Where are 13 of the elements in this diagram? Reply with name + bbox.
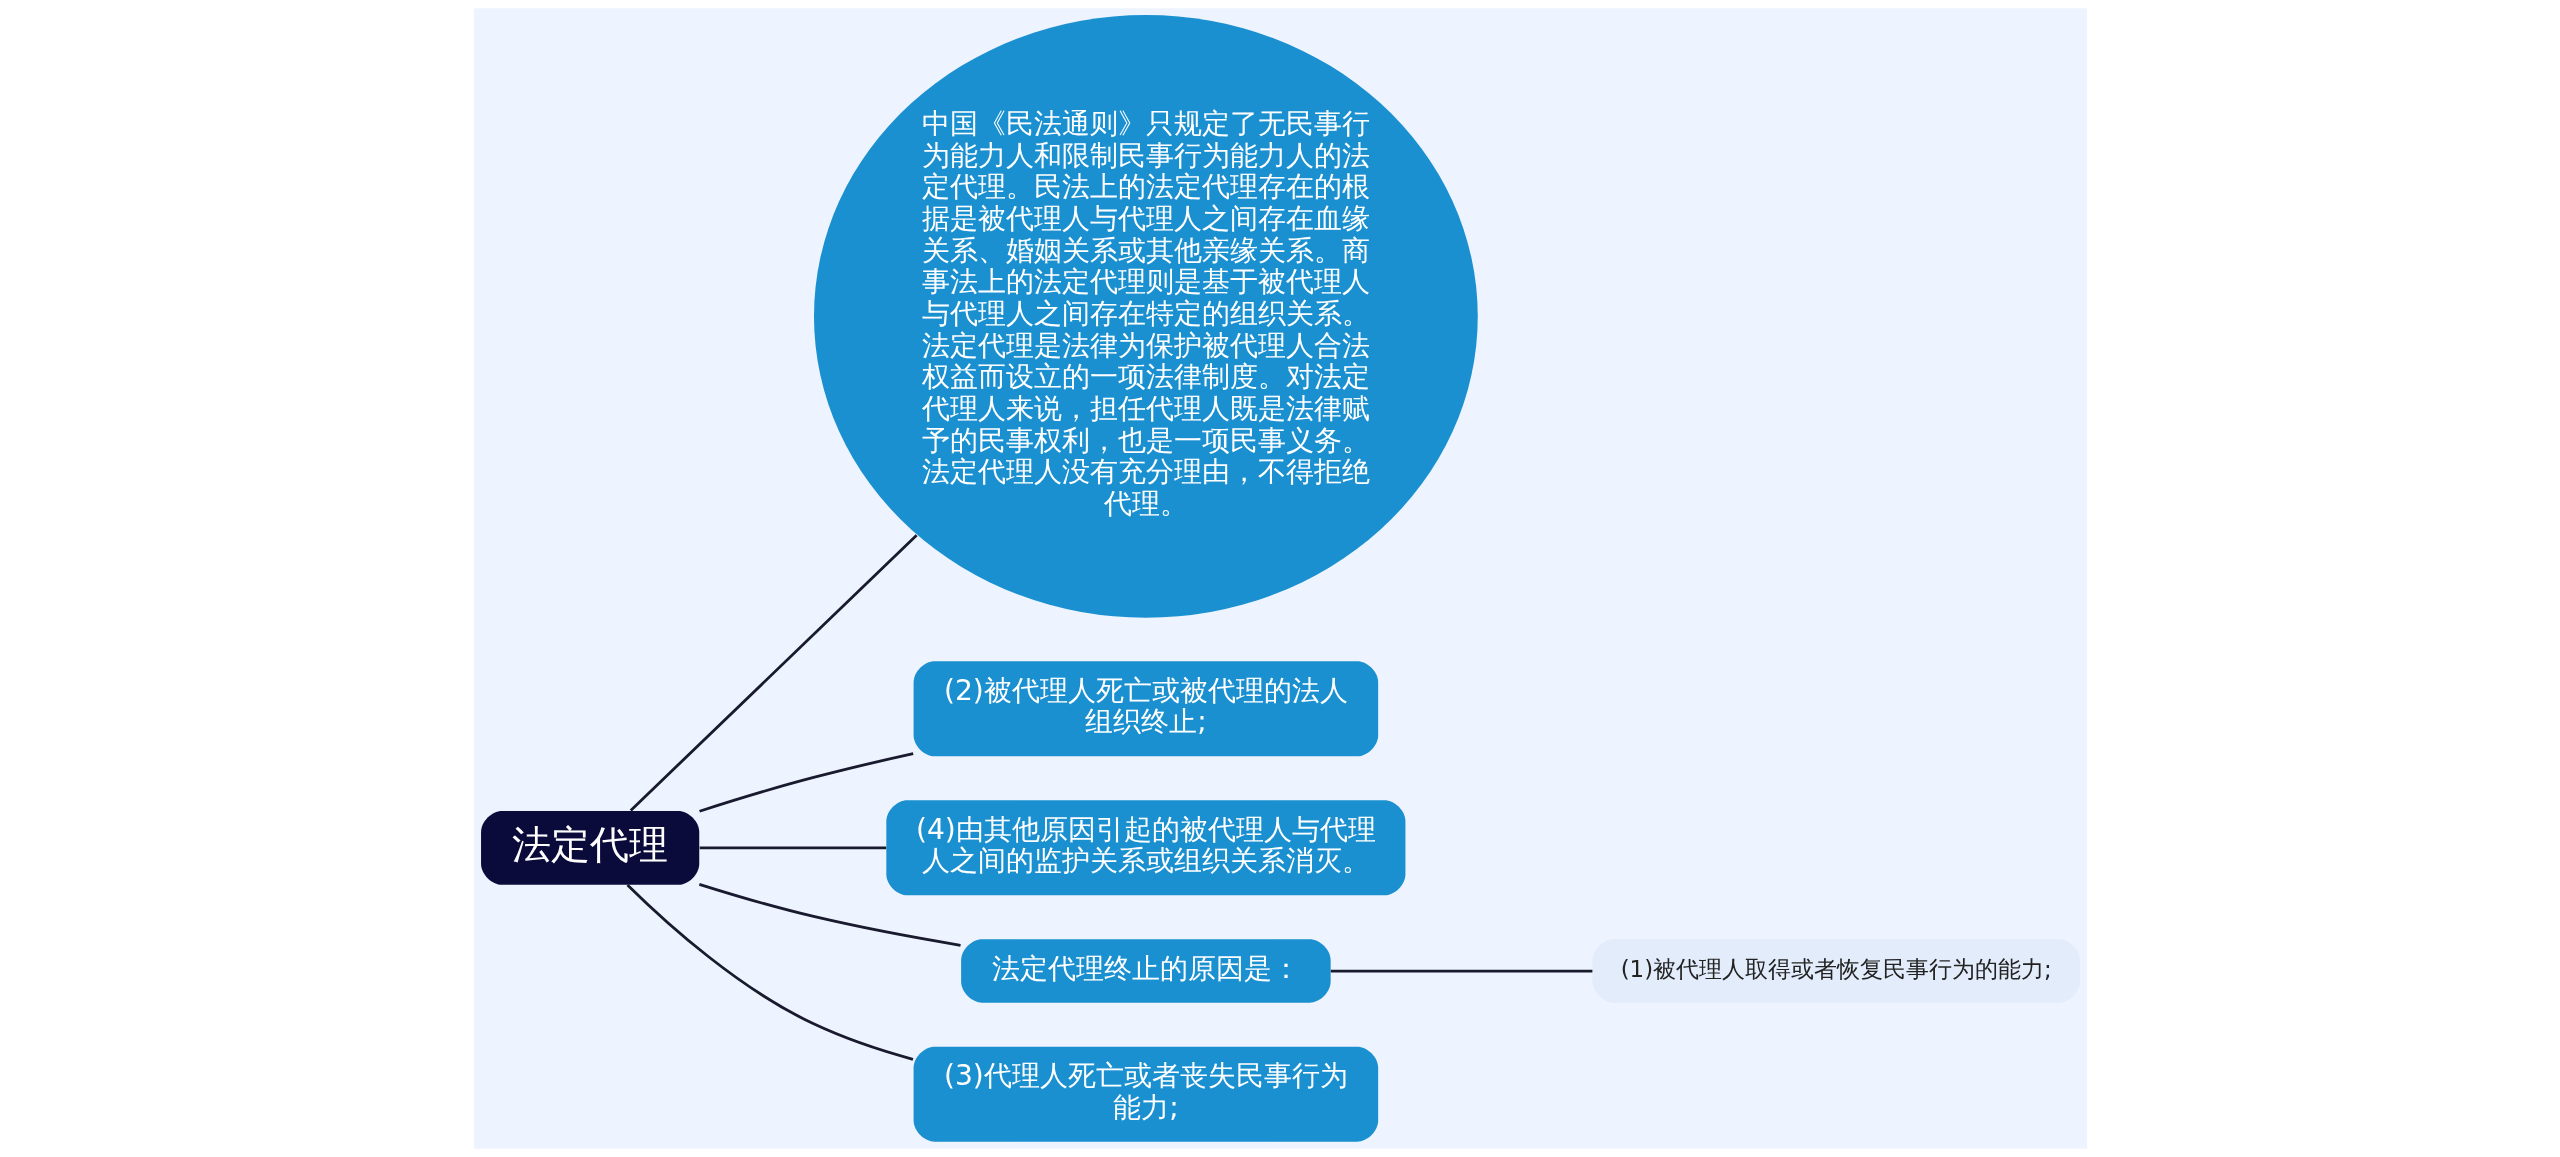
node-box: (3)代理人死亡或者丧失民事行为能力;	[913, 1046, 1378, 1142]
node-box: (2)被代理人死亡或被代理的法人组织终止;	[913, 661, 1378, 757]
node-circle: 中国《民法通则》只规定了无民事行为能力人和限制民事行为能力人的法定代理。民法上的法定代理存在的根据是被代理人与代理人之间存在血缘关系、婚姻关系或其他亲缘关系。商事法上的法定代理则是基于被代理人与代理人之间存在特定的组织关系。法定代理是法律为保护被代理人合法权益而设立的一项法律制度。对法定代理人来说，担任代理人既是法律赋予的民事权利，也是一项民事义务。法定代理人没有充分理由，不得拒绝代理。	[813, 15, 1478, 618]
connector	[626, 883, 913, 1061]
connector	[698, 883, 961, 947]
node-box: 法定代理	[480, 810, 699, 885]
node-box: (4)由其他原因引起的被代理人与代理人之间的监护关系或组织关系消灭。	[885, 800, 1405, 896]
connector	[1330, 969, 1592, 973]
connector	[629, 534, 918, 812]
connector	[699, 846, 886, 850]
node-box: 法定代理终止的原因是：	[960, 939, 1331, 1003]
node-box: (1)被代理人取得或者恢复民事行为的能力;	[1592, 939, 2080, 1003]
connector	[698, 752, 913, 813]
